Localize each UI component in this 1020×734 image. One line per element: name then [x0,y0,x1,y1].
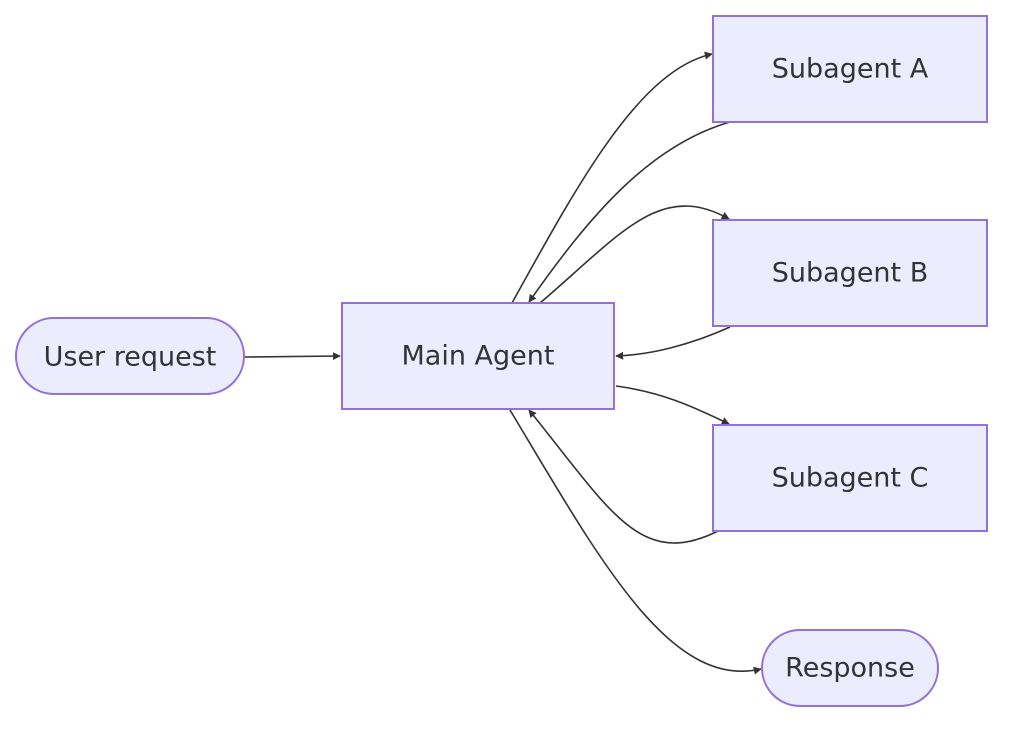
edge-main-agent-to-response [509,409,762,675]
node-subagent-a-label: Subagent A [772,54,929,85]
node-response: Response [761,629,939,707]
node-subagent-b-label: Subagent B [772,258,929,289]
node-main-agent-shape [341,302,615,410]
edge-main-agent-to-subagent-b [539,205,730,304]
edge-subagent-c-to-main-agent [528,409,719,544]
node-subagent-c-shape [712,424,988,532]
node-subagent-b: Subagent B [712,219,988,327]
edge-main-agent-to-subagent-c [615,385,730,425]
edge-subagent-a-to-main-agent [528,121,731,303]
node-response-label: Response [785,653,915,684]
node-user-request: User request [15,317,245,395]
node-subagent-b-shape [712,219,988,327]
node-user-request-shape [15,317,245,395]
node-subagent-c: Subagent C [712,424,988,532]
edge-subagent-b-to-main-agent [615,326,731,360]
node-subagent-a: Subagent A [712,15,988,123]
node-main-agent-label: Main Agent [402,341,555,372]
node-user-request-label: User request [44,342,217,373]
node-response-shape [761,629,939,707]
node-subagent-c-label: Subagent C [772,463,929,494]
edge-user-request-to-main-agent [244,352,341,361]
edge-main-agent-to-subagent-a [511,51,713,304]
edges [244,51,762,675]
node-main-agent: Main Agent [341,302,615,410]
node-subagent-a-shape [712,15,988,123]
